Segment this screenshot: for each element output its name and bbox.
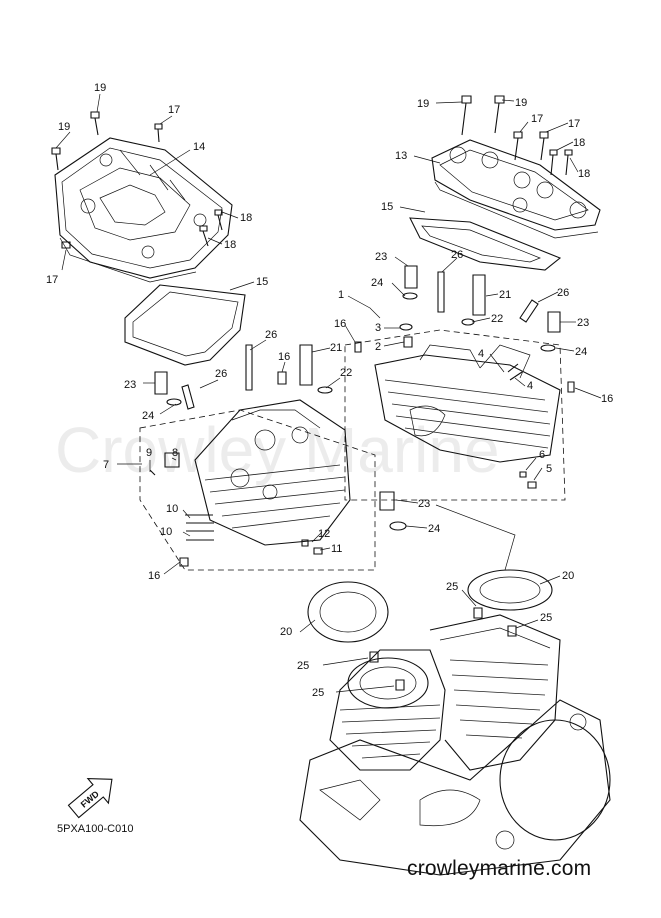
callout-23a: 23 [124, 379, 136, 391]
cylinder-gaskets [307, 569, 553, 643]
callout-18a: 18 [240, 212, 252, 224]
engine-block [299, 614, 611, 876]
callout-19a: 19 [94, 82, 106, 94]
callout-25b: 25 [540, 612, 552, 624]
callout-18d: 18 [578, 168, 590, 180]
callout-6: 6 [539, 449, 545, 461]
callout-23b: 23 [418, 498, 430, 510]
callout-10b: 10 [160, 526, 172, 538]
callout-19b: 19 [58, 121, 70, 133]
callout-17b: 17 [46, 274, 58, 286]
callout-7: 7 [103, 459, 109, 471]
rear-head-assembly-outline [139, 409, 376, 571]
callout-18b: 18 [224, 239, 236, 251]
leader-lines [55, 93, 602, 693]
callout-16c: 16 [334, 318, 346, 330]
callout-24a: 24 [142, 410, 154, 422]
gasket-15-front [409, 217, 562, 271]
callout-26b: 26 [215, 368, 227, 380]
diagram-code: 5PXA100-C010 [57, 823, 134, 835]
callout-26c: 26 [451, 249, 463, 261]
callout-17c: 17 [531, 113, 543, 125]
rear-cylinder-head [194, 399, 351, 546]
callout-24d: 24 [575, 346, 587, 358]
callout-24b: 24 [428, 523, 440, 535]
callout-8: 8 [172, 447, 178, 459]
fwd-label: FWD [79, 788, 102, 809]
callout-16d: 16 [601, 393, 613, 405]
front-head-cover [431, 139, 601, 239]
callout-16a: 16 [278, 351, 290, 363]
callout-13: 13 [395, 150, 407, 162]
callout-labels: 19 17 19 14 18 18 17 15 26 16 21 23 26 2… [46, 82, 613, 699]
callout-23d: 23 [577, 317, 589, 329]
callout-24c: 24 [371, 277, 383, 289]
rear-hardware [149, 344, 407, 567]
callout-22b: 22 [491, 313, 503, 325]
callout-12: 12 [318, 528, 330, 540]
callout-25a: 25 [446, 581, 458, 593]
callout-25c: 25 [297, 660, 309, 672]
callout-3: 3 [375, 322, 381, 334]
dowel-pins [369, 607, 517, 691]
callout-21a: 21 [330, 342, 342, 354]
callout-19d: 19 [515, 97, 527, 109]
callout-5: 5 [546, 463, 552, 475]
callout-11: 11 [331, 543, 342, 555]
callout-1: 1 [338, 289, 344, 301]
callout-9: 9 [146, 447, 152, 459]
front-cover-bolts [461, 95, 573, 176]
callout-15a: 15 [256, 276, 268, 288]
front-cylinder-head [374, 344, 561, 463]
callout-23c: 23 [375, 251, 387, 263]
callout-17a: 17 [168, 104, 180, 116]
callout-16b: 16 [148, 570, 160, 582]
callout-10a: 10 [166, 503, 178, 515]
callout-25d: 25 [312, 687, 324, 699]
callout-17d: 17 [568, 118, 580, 130]
callout-26d: 26 [557, 287, 569, 299]
callout-2: 2 [375, 341, 381, 353]
callout-4b: 4 [527, 380, 533, 392]
callout-26a: 26 [265, 329, 277, 341]
site-name: crowleymarine.com [407, 857, 592, 880]
callout-22a: 22 [340, 367, 352, 379]
gasket-15-rear [124, 284, 246, 366]
rear-cover-bolts [51, 111, 223, 249]
watermark: Crowley Marine [55, 414, 500, 486]
rear-head-cover [54, 137, 233, 283]
fwd-arrow: FWD [67, 778, 113, 819]
callout-20a: 20 [562, 570, 574, 582]
callout-20b: 20 [280, 626, 292, 638]
callout-4a: 4 [478, 348, 484, 360]
front-head-assembly-outline [344, 329, 566, 501]
front-hardware [354, 265, 575, 489]
callout-19c: 19 [417, 98, 429, 110]
callout-18c: 18 [573, 137, 585, 149]
callout-15b: 15 [381, 201, 393, 213]
callout-21b: 21 [499, 289, 511, 301]
callout-14: 14 [193, 141, 205, 153]
